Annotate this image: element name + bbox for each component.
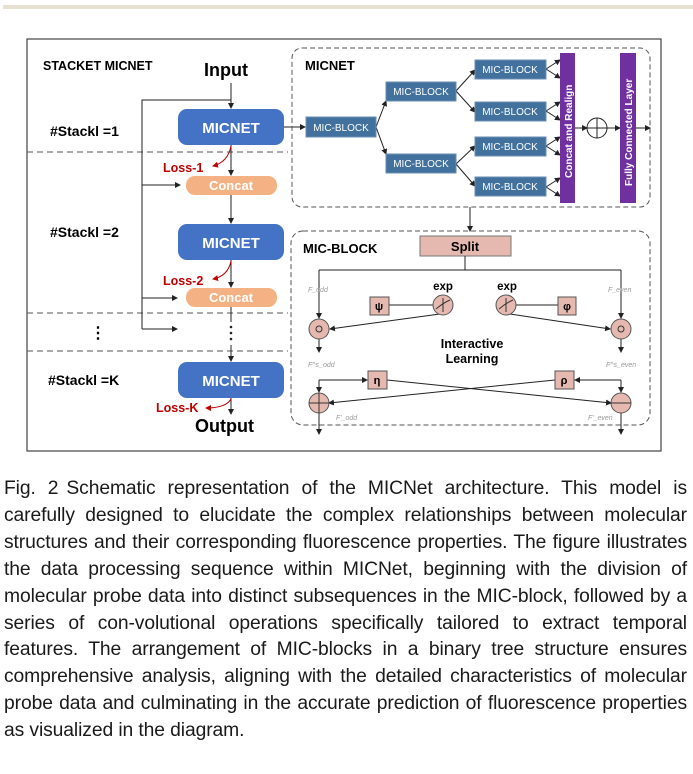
mic-block-l2b: MIC-BLOCK xyxy=(385,153,457,174)
phi-box xyxy=(557,296,577,316)
vertical-ellipsis-dots xyxy=(229,325,233,341)
psi-box xyxy=(369,296,390,316)
caption-text: Schematic representation of the MICNet a… xyxy=(4,478,687,742)
eta-label: η xyxy=(374,375,381,387)
psi-label: ψ xyxy=(375,301,383,313)
svg-text:MIC-BLOCK: MIC-BLOCK xyxy=(482,65,538,76)
micblock-panel-title: MIC-BLOCK xyxy=(303,241,378,256)
stack-label-2: #Stackl =2 xyxy=(50,224,119,240)
loss-2-label: Loss-2 xyxy=(163,274,203,288)
concat-realign-bar: Concat and Realign xyxy=(560,53,575,203)
top-rule xyxy=(3,5,693,9)
interactive-label: Interactive xyxy=(441,337,504,351)
svg-text:Concat: Concat xyxy=(209,290,254,305)
stack-ellipsis: ⋮ xyxy=(90,325,106,342)
loss-k-label: Loss-K xyxy=(156,401,198,415)
rho-label: ρ xyxy=(561,375,568,387)
mic-block-l3c: MIC-BLOCK xyxy=(474,136,547,157)
svg-text:MICNET: MICNET xyxy=(202,235,260,252)
svg-text:Fully Connected Layer: Fully Connected Layer xyxy=(624,79,635,186)
fp-even-label: F'_even xyxy=(588,415,613,422)
svg-text:MIC-BLOCK: MIC-BLOCK xyxy=(393,159,449,170)
svg-text:Concat: Concat xyxy=(209,178,254,193)
stack-title: STACKET MICNET xyxy=(43,59,153,73)
micnet-block-k: MICNET xyxy=(178,362,284,398)
concat-block-2: Concat xyxy=(186,288,277,307)
concat-block-1: Concat xyxy=(186,176,277,195)
stack-label-k: #Stackl =K xyxy=(48,372,119,388)
micnet-block-1: MICNET xyxy=(178,109,284,145)
svg-text:MICNET: MICNET xyxy=(202,373,260,390)
stack-label-1: #Stackl =1 xyxy=(50,123,119,139)
learning-label: Learning xyxy=(446,352,499,366)
input-label: Input xyxy=(204,60,248,80)
mic-block-l2a: MIC-BLOCK xyxy=(385,81,457,102)
svg-text:MIC-BLOCK: MIC-BLOCK xyxy=(482,142,538,153)
svg-text:MIC-BLOCK: MIC-BLOCK xyxy=(482,107,538,118)
micnet-panel: MICNET MIC-BLOCK MIC-BLOCK MIC-BLOCK MIC… xyxy=(291,47,651,232)
phi-label: φ xyxy=(563,301,571,313)
loss-1-label: Loss-1 xyxy=(163,161,203,175)
f-odd-label: F_odd xyxy=(308,287,329,294)
mic-block-l3d: MIC-BLOCK xyxy=(474,176,547,197)
fs-odd-label: F^s_odd xyxy=(308,362,336,369)
figure-frame xyxy=(26,38,662,452)
micnet-panel-title: MICNET xyxy=(305,58,355,73)
caption-label: Fig. 2 xyxy=(4,478,59,499)
micnet-architecture-diagram: STACKET MICNET Input Output #Stackl =1 #… xyxy=(26,38,662,452)
rho-box xyxy=(554,370,575,390)
mic-block-l3b: MIC-BLOCK xyxy=(474,101,547,122)
micblock-panel: MIC-BLOCK Split xyxy=(290,230,651,435)
svg-text:Concat and Realign: Concat and Realign xyxy=(564,85,575,178)
eta-box xyxy=(367,370,388,390)
f-even-label: F_even xyxy=(608,287,631,294)
micnet-block-2: MICNET xyxy=(178,224,284,260)
svg-text:MICNET: MICNET xyxy=(202,120,260,137)
fp-odd-label: F'_odd xyxy=(336,415,358,422)
mic-block-l1: MIC-BLOCK xyxy=(305,116,377,138)
svg-text:MIC-BLOCK: MIC-BLOCK xyxy=(482,182,538,193)
svg-text:MIC-BLOCK: MIC-BLOCK xyxy=(393,87,449,98)
mic-block-l3a: MIC-BLOCK xyxy=(474,59,547,80)
split-box: Split xyxy=(419,235,512,257)
fs-even-label: F^s_even xyxy=(606,362,636,369)
hadamard-product-icon-left xyxy=(308,318,330,340)
fully-connected-bar: Fully Connected Layer xyxy=(620,53,636,203)
exp-label-right: exp xyxy=(497,281,517,293)
svg-text:MIC-BLOCK: MIC-BLOCK xyxy=(313,123,369,134)
stack-separators xyxy=(27,151,288,352)
hadamard-product-icon-right xyxy=(610,318,632,340)
svg-text:Split: Split xyxy=(451,239,480,254)
exp-label-left: exp xyxy=(433,281,453,293)
output-label: Output xyxy=(195,416,254,436)
